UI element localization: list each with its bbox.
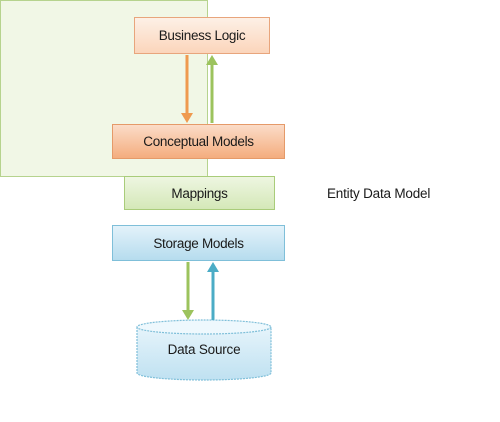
storage-models-node: Storage Models: [112, 225, 285, 261]
data-source-node: [136, 319, 272, 381]
arrow-conceptual-to-business: [206, 55, 218, 123]
conceptual-models-label: Conceptual Models: [143, 134, 254, 149]
mappings-node: Mappings: [124, 176, 275, 210]
business-logic-node: Business Logic: [134, 17, 270, 54]
business-logic-label: Business Logic: [158, 28, 246, 43]
arrow-datasource-to-storage: [207, 262, 219, 320]
data-source-label: Data Source: [167, 342, 241, 357]
arrow-storage-to-datasource: [182, 262, 194, 320]
conceptual-models-node: Conceptual Models: [112, 124, 285, 159]
entity-data-model-label: Entity Data Model: [327, 186, 431, 201]
mappings-label: Mappings: [171, 185, 228, 201]
arrow-business-to-conceptual: [181, 55, 193, 123]
storage-models-label: Storage Models: [153, 235, 244, 251]
